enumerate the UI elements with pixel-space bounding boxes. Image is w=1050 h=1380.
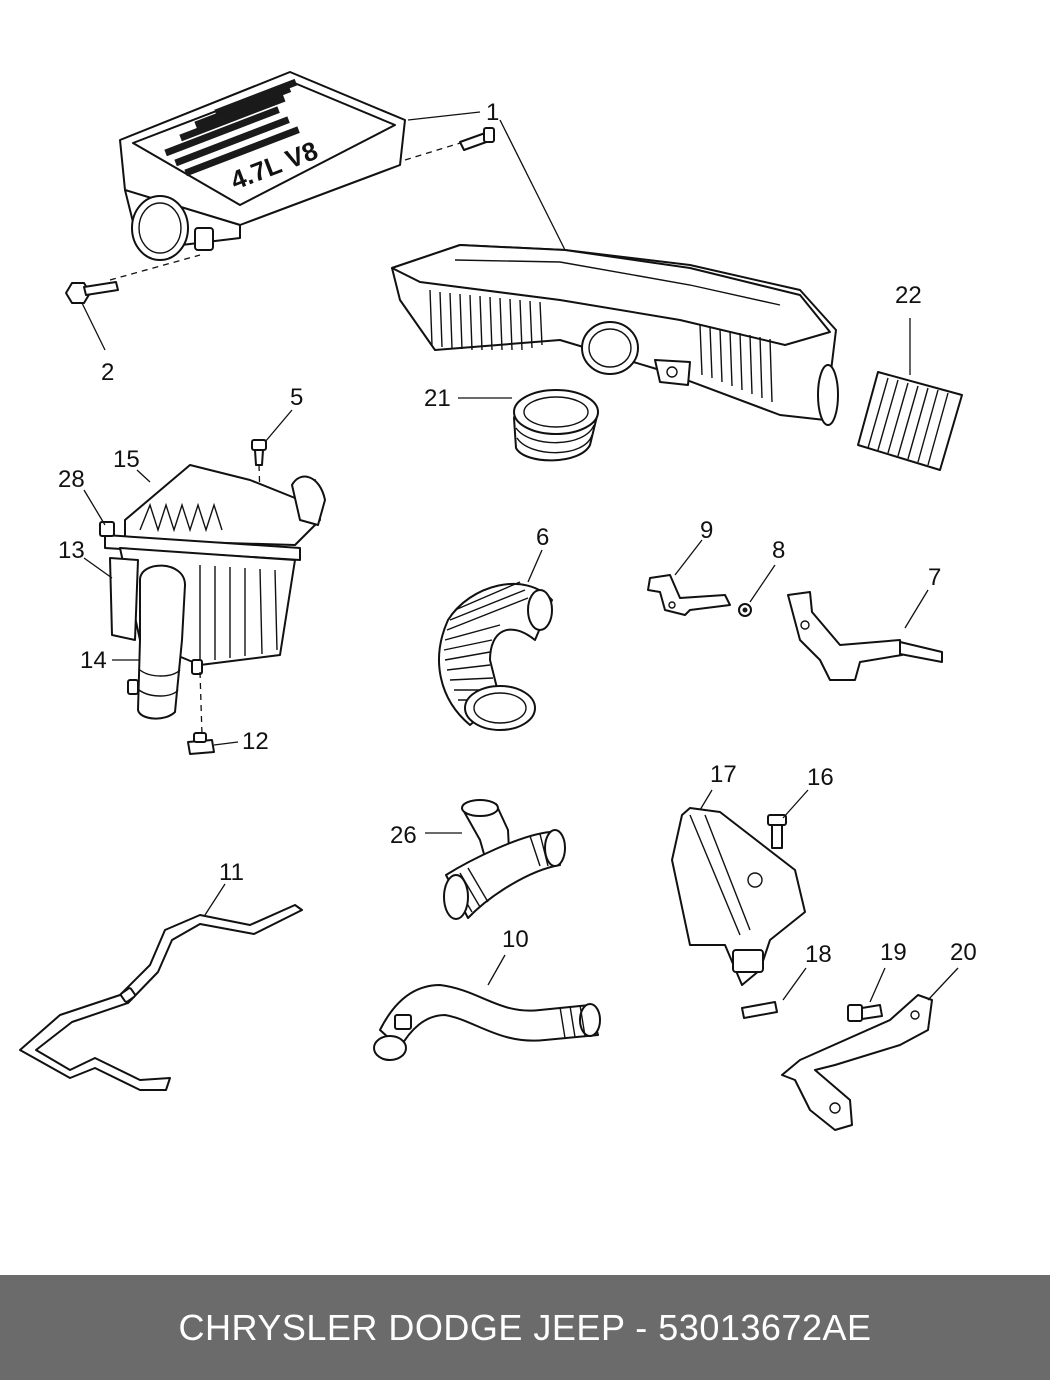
air-inlet-duct-part (391, 244, 839, 426)
callout-18: 18 (805, 941, 832, 968)
callout-17: 17 (710, 761, 737, 788)
callout-11: 11 (219, 859, 244, 886)
small-clip-part (741, 1001, 778, 1019)
clip-part (738, 603, 752, 617)
corrugated-hose-part (438, 581, 553, 731)
callout-6: 6 (536, 524, 549, 551)
mounting-bracket-part (781, 994, 933, 1131)
callout-1: 1 (486, 99, 499, 126)
callout-15: 15 (113, 446, 140, 473)
callout-2: 2 (101, 359, 114, 386)
screw-part (251, 439, 267, 466)
callout-21: 21 (424, 385, 451, 412)
callout-12: 12 (242, 728, 269, 755)
callout-26: 26 (390, 822, 417, 849)
bolt-small-part (767, 814, 787, 849)
bolt-flange-part (847, 1004, 883, 1022)
bolt-part (65, 281, 119, 304)
callout-28: 28 (58, 466, 85, 493)
callout-7: 7 (928, 564, 941, 591)
resonator-part (671, 807, 806, 986)
callout-13: 13 (58, 537, 85, 564)
hose-part (373, 984, 601, 1061)
bracket-rod-part (787, 591, 943, 681)
callout-16: 16 (807, 764, 834, 791)
bracket-small-part (647, 574, 731, 616)
callout-14: 14 (80, 647, 107, 674)
parts-diagram: 4.7L V8 1 2 (19, 71, 977, 1131)
callout-22: 22 (895, 282, 922, 309)
engine-cover-part: 4.7L V8 (119, 71, 406, 261)
bellows-part (857, 371, 963, 471)
callout-10: 10 (502, 926, 529, 953)
callout-20: 20 (950, 939, 977, 966)
t-connector-part (443, 799, 566, 920)
callout-8: 8 (772, 537, 785, 564)
footer-caption: CHRYSLER DODGE JEEP - 53013672AE (178, 1306, 872, 1348)
air-cleaner-housing-part (99, 464, 326, 720)
cover-stud-part (459, 127, 495, 151)
footer-bar: CHRYSLER DODGE JEEP - 53013672AE (0, 1275, 1050, 1380)
tube-part (19, 904, 303, 1091)
coupler-part (513, 389, 599, 462)
nut-part (187, 732, 215, 755)
callout-5: 5 (290, 384, 303, 411)
callout-9: 9 (700, 517, 713, 544)
callout-19: 19 (880, 939, 907, 966)
